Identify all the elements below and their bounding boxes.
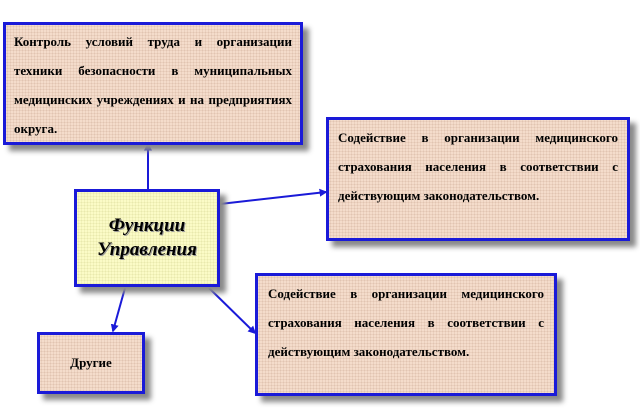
- center-title-line-2: Управления: [97, 239, 197, 260]
- arrow-to-other-box: [110, 287, 126, 333]
- arrow-to-right-box-1: [219, 188, 328, 205]
- center-functions-box: Функции Управления: [74, 189, 220, 287]
- other-functions-label: Другие: [70, 355, 112, 370]
- right-function-text-2: Содействие в организации медицинского ст…: [268, 286, 544, 359]
- right-function-text-1: Содействие в организации медицинского ст…: [338, 130, 618, 203]
- other-functions-box: Другие: [37, 332, 145, 394]
- center-title-line-1: Функции: [108, 215, 186, 236]
- center-title: Функции Управления: [97, 214, 197, 262]
- arrow-to-right-box-2: [208, 287, 257, 335]
- top-function-box: Контроль условий труда и организации тех…: [3, 22, 303, 145]
- right-function-box-2: Содействие в организации медицинского ст…: [255, 273, 557, 396]
- top-function-text: Контроль условий труда и организации тех…: [14, 34, 292, 136]
- right-function-box-1: Содействие в организации медицинского ст…: [326, 117, 630, 241]
